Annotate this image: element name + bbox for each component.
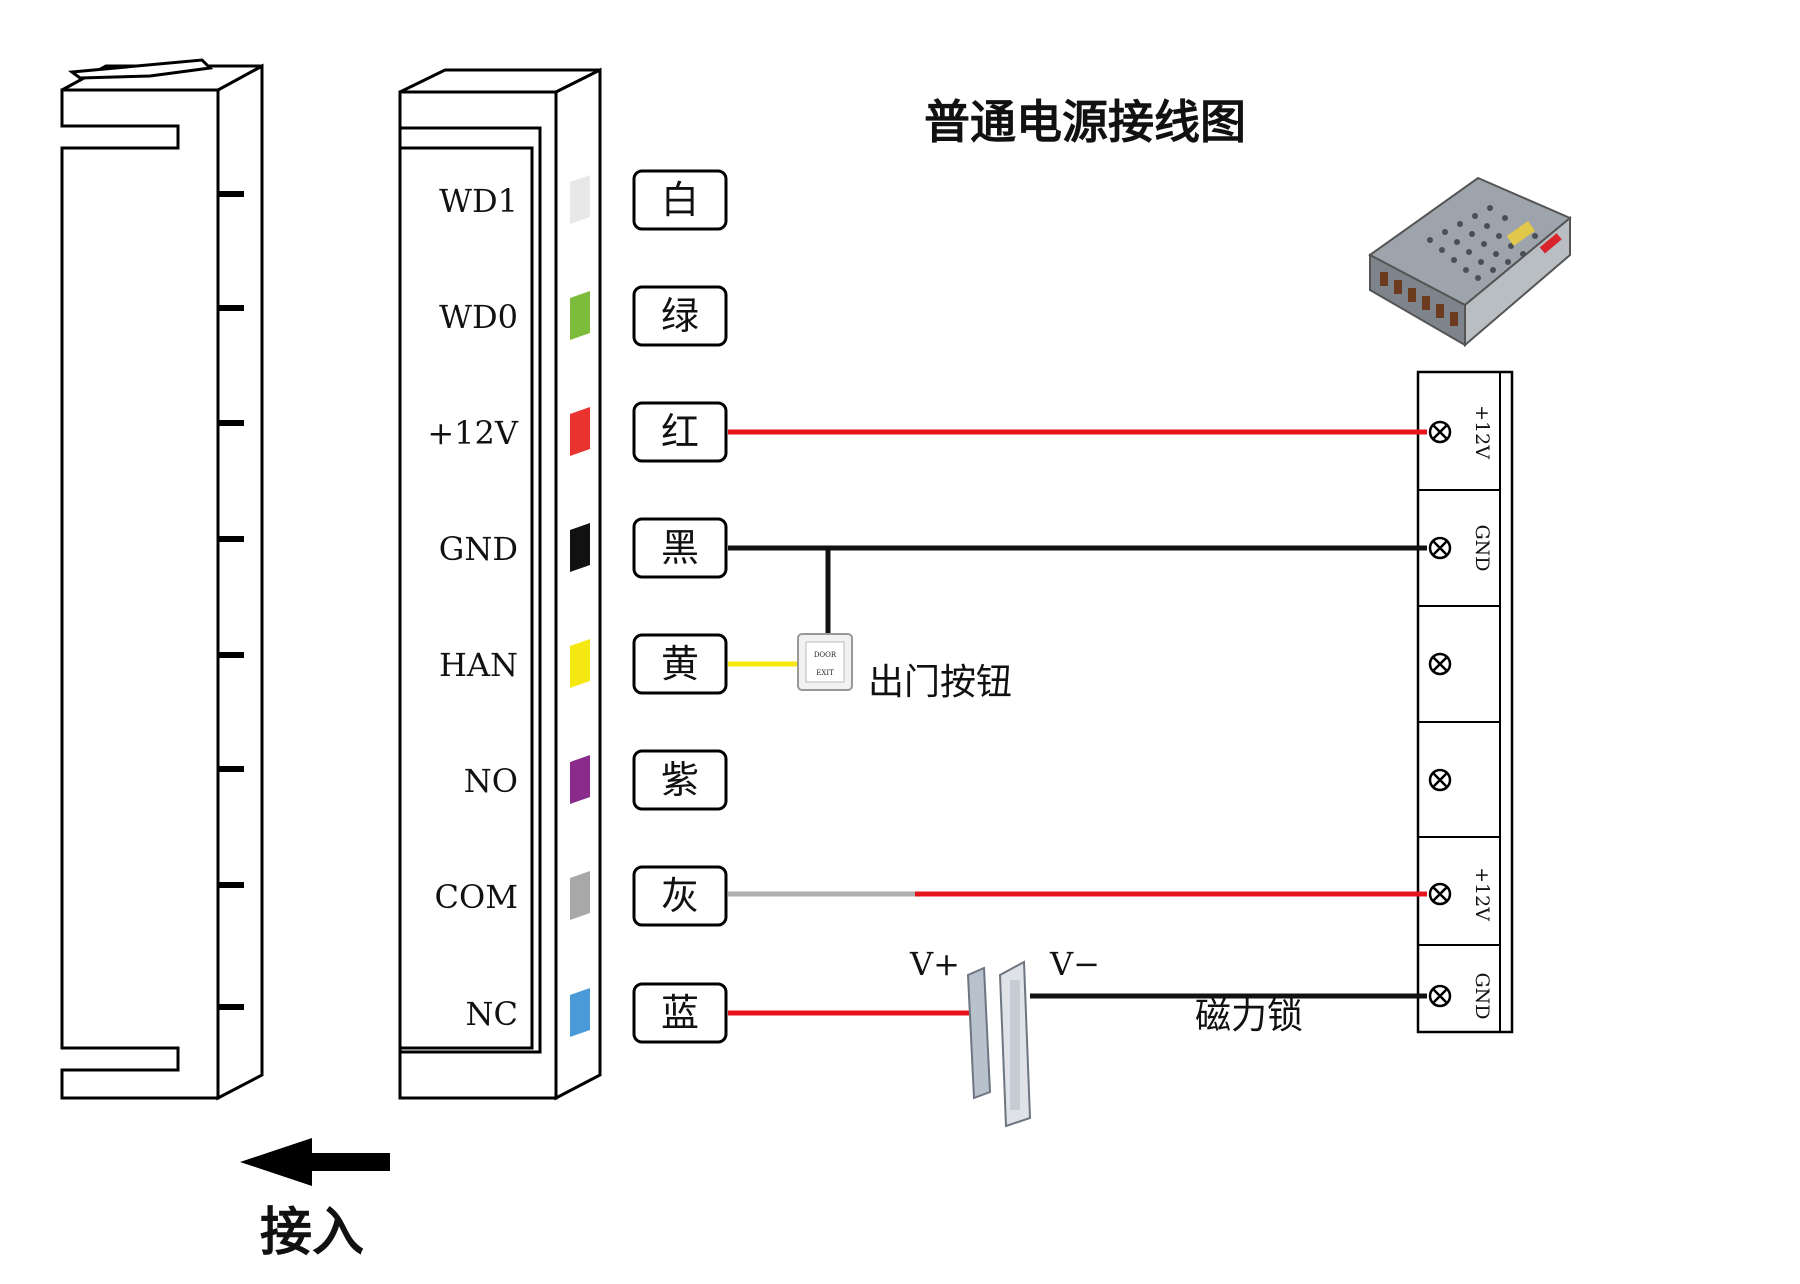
- pin-row: WD0 绿: [439, 285, 728, 347]
- insert-arrow: 接入: [240, 1138, 390, 1263]
- socket-ticks: [218, 191, 244, 1010]
- terminal-label: +12V: [1471, 405, 1493, 459]
- terminal-label: GND: [1471, 972, 1493, 1019]
- terminal-screw-cross: [1432, 656, 1448, 672]
- wire-color-label: 灰: [661, 874, 699, 918]
- pin-label: HAN: [439, 646, 518, 684]
- terminal-block-frame: [1416, 370, 1514, 1034]
- pin-color-swatch: [570, 523, 590, 572]
- wire-color-box: [632, 517, 728, 579]
- pin-color-swatch: [570, 871, 590, 920]
- pin-label: +12V: [427, 414, 519, 452]
- connector-plug: [398, 67, 602, 1101]
- wire-color-label: 黑: [661, 526, 699, 570]
- pin-color-swatch: [570, 175, 590, 224]
- wire-color-label: 红: [661, 410, 699, 454]
- terminal-screw-cross: [1432, 424, 1448, 440]
- power-supply-image: [1368, 176, 1572, 348]
- wire-color-label: 蓝: [661, 991, 699, 1035]
- wire-color-box: [632, 285, 728, 347]
- pin-color-swatch: [570, 639, 590, 688]
- pin-row: WD1 白: [439, 169, 728, 231]
- terminal-screw-cross: [1432, 772, 1448, 788]
- pin-color-swatch: [570, 755, 590, 804]
- pin-row: NC 蓝: [466, 982, 728, 1044]
- pin-list: WD1 白 WD0 绿 +12V 红 GND 黑 HAN 黄 NO 紫 COM 灰 NC 蓝: [427, 169, 728, 1044]
- terminal-label: GND: [1471, 524, 1493, 571]
- magnetic-lock: V+ V− 磁力锁: [909, 945, 1303, 1128]
- pin-label: WD0: [439, 298, 518, 336]
- wire-color-label: 绿: [661, 294, 699, 338]
- maglock-label: 磁力锁: [1195, 996, 1303, 1037]
- pin-label: GND: [439, 530, 518, 568]
- wire-color-label: 紫: [661, 758, 699, 802]
- pin-color-swatch: [570, 291, 590, 340]
- pin-row: NO 紫: [464, 749, 728, 811]
- wire-color-box: [632, 749, 728, 811]
- maglock-v-plus: V+: [909, 945, 960, 983]
- exit-button-face-top: DOOR: [814, 651, 837, 659]
- wire-color-box: [632, 401, 728, 463]
- diagram-title: 普通电源接线图: [924, 95, 1246, 149]
- terminal-label: +12V: [1471, 867, 1493, 921]
- wire-color-label: 白: [661, 178, 699, 222]
- wire-color-box: [632, 169, 728, 231]
- pin-label: COM: [435, 878, 518, 916]
- power-terminal-block: +12V GND +12V GND: [1416, 370, 1514, 1034]
- terminal-screw-cross: [1432, 540, 1448, 556]
- exit-button-face-bottom: EXIT: [816, 669, 834, 677]
- insert-label: 接入: [260, 1202, 364, 1263]
- pin-row: HAN 黄: [439, 633, 728, 695]
- terminal-screw-cross: [1432, 988, 1448, 1004]
- wire-color-box: [632, 865, 728, 927]
- wire-color-label: 黄: [661, 642, 699, 686]
- pin-label: NO: [464, 762, 518, 800]
- exit-button: DOOR EXIT 出门按钮: [797, 633, 1012, 703]
- pin-color-swatch: [570, 407, 590, 456]
- wire-color-box: [632, 982, 728, 1044]
- terminal-screw-cross: [1432, 886, 1448, 902]
- pin-label: NC: [466, 995, 518, 1033]
- pin-row: +12V 红: [427, 401, 728, 463]
- pin-row: GND 黑: [439, 517, 728, 579]
- pin-label: WD1: [439, 182, 518, 220]
- connector-socket: [60, 58, 264, 1101]
- pin-color-swatch: [570, 988, 590, 1037]
- pin-row: COM 灰: [435, 865, 728, 927]
- exit-button-label: 出门按钮: [868, 662, 1012, 703]
- wire-color-box: [632, 633, 728, 695]
- wires: [728, 429, 1427, 1016]
- maglock-v-minus: V−: [1049, 945, 1100, 983]
